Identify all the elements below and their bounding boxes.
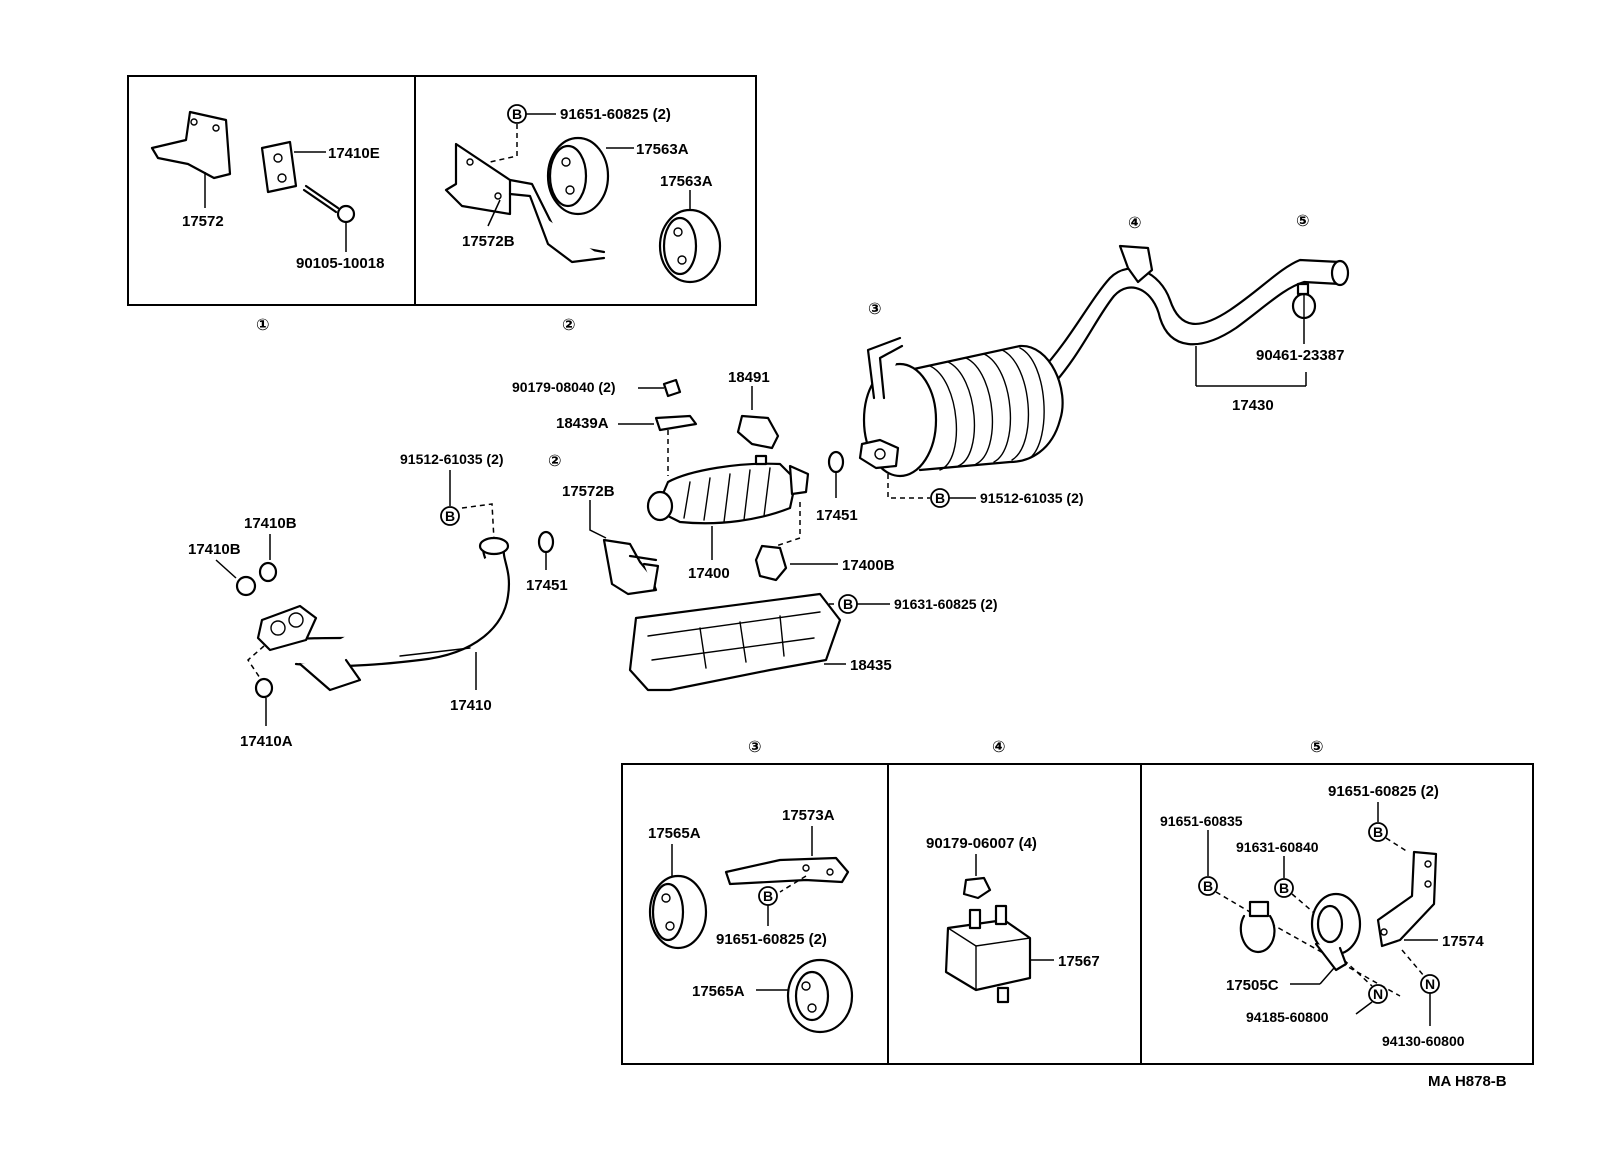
heat-insulator-18435-drawing: [628, 592, 842, 692]
label-90179-08040: 90179-08040 (2): [512, 379, 616, 395]
label-18439a: 18439A: [556, 415, 609, 432]
label-17410b-left: 17410B: [188, 541, 241, 558]
inset-3: 17565A 17573A B 91651-60825 (2) 17565A: [621, 763, 889, 1065]
label-90179-06007: 90179-06007 (4): [926, 835, 1037, 852]
label-17410b-top: 17410B: [244, 515, 297, 532]
tail-pipe-17430-drawing: [1038, 244, 1350, 390]
label-17572b-main: 17572B: [562, 483, 615, 500]
inset-2-frame: [414, 75, 757, 306]
bracket-18491-drawing: [736, 414, 780, 450]
inset-5-frame: [1140, 763, 1534, 1065]
inset-1: 17572 17410E 90105-10018: [127, 75, 416, 306]
label-17574: 17574: [1442, 933, 1484, 950]
label-17410e: 17410E: [328, 145, 380, 162]
marker-2-main: ②: [548, 453, 562, 470]
label-17400b: 17400B: [842, 557, 895, 574]
inset-4: 90179-06007 (4) 17567: [887, 763, 1142, 1065]
label-17573a: 17573A: [782, 807, 835, 824]
nut-letter-left: N: [1373, 986, 1383, 1002]
mount-17567-drawing: [944, 904, 1032, 1004]
label-91651-60825-inset3: 91651-60825 (2): [716, 931, 827, 948]
bolt-letter-91512-right: B: [935, 490, 945, 506]
label-17505c: 17505C: [1226, 977, 1279, 994]
bolt-letter-91631: B: [843, 596, 853, 612]
bracket-18439a-drawing: [654, 414, 698, 432]
nut-90179-drawing: [662, 378, 682, 398]
inset-5-marker: ⑤: [1310, 739, 1324, 756]
bracket-17574-drawing: [1376, 850, 1438, 948]
front-pipe-17410-drawing: [256, 536, 510, 692]
bracket-17572b-inset-drawing: [444, 142, 606, 264]
gasket-17410e-drawing: [260, 140, 298, 194]
label-91651-60835: 91651-60835: [1160, 813, 1243, 829]
label-91631-60825: 91631-60825 (2): [894, 596, 998, 612]
main-assembly: ④ ⑤ 90461-23387 17430 ③: [188, 213, 1350, 750]
label-91651-60825-inset5: 91651-60825 (2): [1328, 783, 1439, 800]
inset-2-marker: ②: [562, 317, 576, 334]
bracket-17573a-drawing: [724, 856, 850, 886]
bolt-letter-inset5-mid: B: [1279, 880, 1289, 896]
label-91651-60825-inset2: 91651-60825 (2): [560, 106, 671, 123]
nut-letter-right: N: [1425, 976, 1435, 992]
label-17572b-inset: 17572B: [462, 233, 515, 250]
nut-17410a-drawing: [254, 677, 274, 699]
hanger-17565a-bottom-drawing: [786, 958, 854, 1034]
label-17451-right: 17451: [816, 507, 858, 524]
marker-3-main: ③: [868, 301, 882, 318]
label-17430: 17430: [1232, 397, 1274, 414]
catalytic-converter-17400-drawing: [646, 454, 810, 525]
bracket-17400b-drawing: [754, 544, 788, 582]
gasket-17451-left-drawing: [537, 530, 555, 554]
label-17572: 17572: [182, 213, 224, 230]
gasket-17451-right-drawing: [827, 450, 845, 474]
bolt-letter-inset3: B: [763, 888, 773, 904]
bolt-letter-inset5-top: B: [1373, 824, 1383, 840]
label-17567: 17567: [1058, 953, 1100, 970]
hanger-17505c-drawing: [1310, 892, 1362, 972]
gasket-17410b-top-drawing: [258, 561, 278, 583]
bolt-letter-inset5-left: B: [1203, 878, 1213, 894]
hanger-17565a-top-drawing: [648, 874, 708, 950]
inset-4-marker: ④: [992, 739, 1006, 756]
label-17563a-b: 17563A: [660, 173, 713, 190]
hanger-17563a-bottom-drawing: [658, 208, 722, 284]
diagram-code: MA H878-B: [1428, 1073, 1507, 1090]
clamp-90461-drawing: [1291, 282, 1317, 320]
hanger-17563a-top-drawing: [546, 136, 610, 216]
gasket-17410b-left-drawing: [235, 575, 257, 597]
label-17410: 17410: [450, 697, 492, 714]
marker-5-main: ⑤: [1296, 213, 1310, 230]
label-91631-60840: 91631-60840: [1236, 839, 1319, 855]
label-94185-60800: 94185-60800: [1246, 1009, 1329, 1025]
bracket-17572-drawing: [150, 110, 232, 180]
marker-4-main: ④: [1128, 215, 1142, 232]
label-18491: 18491: [728, 369, 770, 386]
muffler-drawing: [858, 336, 1064, 478]
label-94130-60800: 94130-60800: [1382, 1033, 1465, 1049]
bolt-90105-drawing: [302, 184, 356, 224]
inset-4-frame: [887, 763, 1142, 1065]
label-17563a-a: 17563A: [636, 141, 689, 158]
label-17410a: 17410A: [240, 733, 293, 750]
inset-1-marker: ①: [256, 317, 270, 334]
label-90461-23387: 90461-23387: [1256, 347, 1344, 364]
label-90105-10018: 90105-10018: [296, 255, 384, 272]
bolt-letter: B: [512, 106, 522, 122]
bolt-letter-91512-left: B: [445, 508, 455, 524]
label-17565a-bottom: 17565A: [692, 983, 745, 1000]
label-18435: 18435: [850, 657, 892, 674]
inset-5: 91651-60825 (2) B 17574 91651-60835 B 91…: [1140, 763, 1534, 1065]
bracket-17572b-main-drawing: [602, 538, 660, 596]
label-17400: 17400: [688, 565, 730, 582]
label-91512-61035-right: 91512-61035 (2): [980, 490, 1084, 506]
label-17451-left: 17451: [526, 577, 568, 594]
inset-3-marker: ③: [748, 739, 762, 756]
label-91512-61035-left: 91512-61035 (2): [400, 451, 504, 467]
label-17565a-top: 17565A: [648, 825, 701, 842]
clamp-17505c-drawing: [1239, 900, 1276, 954]
nut-90179-06007-drawing: [962, 876, 992, 900]
inset-2: B 91651-60825 (2) 17563A 17563A: [414, 75, 757, 306]
